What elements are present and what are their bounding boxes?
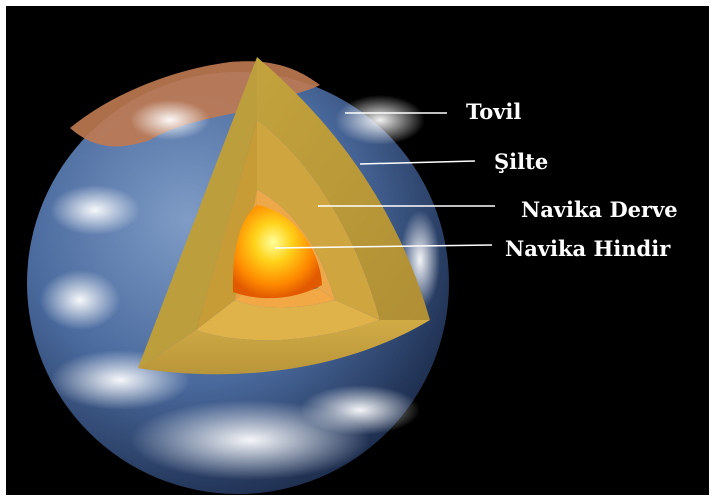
inner-core: [232, 205, 322, 299]
leader-line-inner-core: [274, 244, 493, 249]
crust-layer: [138, 57, 430, 375]
label-crust: Tovil: [466, 99, 522, 124]
label-inner-core: Navika Hindir: [505, 236, 671, 261]
label-outer-core: Navika Derve: [521, 197, 678, 222]
leader-line-mantle: [359, 160, 476, 165]
mantle-layer: [196, 120, 380, 341]
label-mantle: Şilte: [494, 149, 549, 174]
